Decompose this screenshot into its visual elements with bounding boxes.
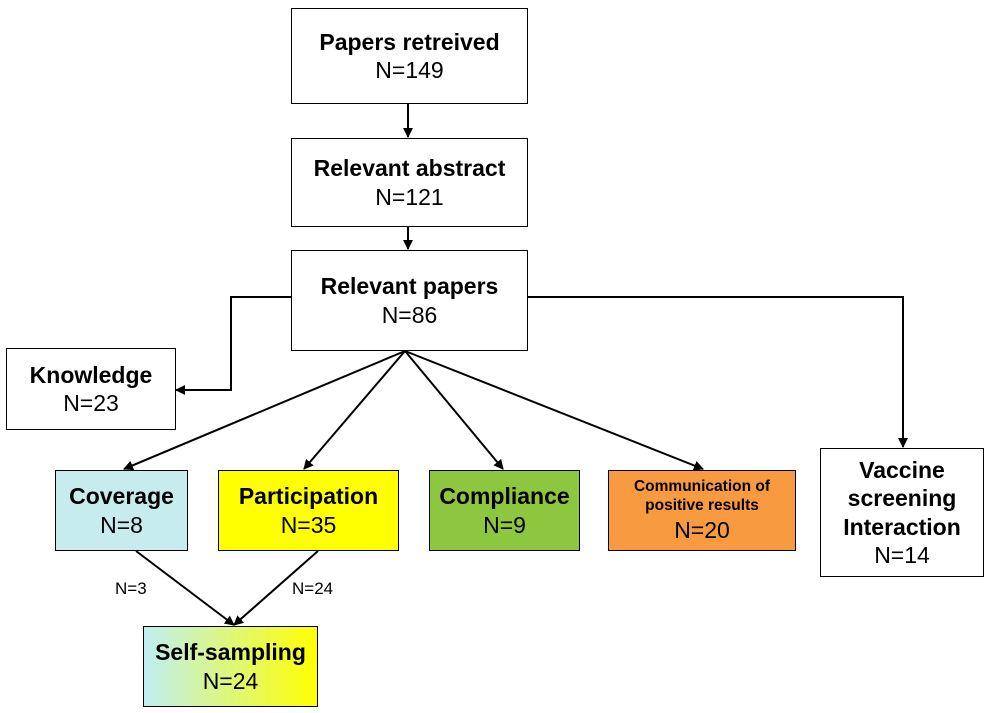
knowledge-title: Knowledge	[29, 361, 153, 388]
communication-count: N=20	[674, 516, 730, 543]
relevant-abstract-count: N=121	[375, 183, 444, 210]
communication-title-line2: positive results	[645, 497, 759, 515]
compliance-title: Compliance	[439, 483, 570, 510]
self-sampling-title: Self-sampling	[155, 639, 306, 666]
coverage-title: Coverage	[69, 483, 174, 510]
arrow-coverage-to-self	[135, 550, 235, 626]
vaccine-title-line1: Vaccine	[859, 457, 945, 484]
relevant-papers-box: Relevant papers N=86	[291, 250, 528, 351]
arrow-papers-to-coverage	[123, 350, 406, 471]
participation-title: Participation	[238, 483, 379, 510]
participation-box: Participation N=35	[218, 470, 399, 551]
arrow-papers-to-knowledge	[175, 296, 291, 395]
self-sampling-count: N=24	[202, 667, 259, 694]
papers-retrieved-count: N=149	[375, 57, 444, 83]
relevant-papers-title: Relevant papers	[320, 273, 499, 300]
papers-retrieved-box: Papers retreived N=149	[291, 8, 528, 104]
compliance-count: N=9	[483, 511, 526, 538]
edge-label-coverage-to-self: N=3	[115, 579, 147, 598]
self-sampling-box: Self-sampling N=24	[143, 626, 318, 707]
vaccine-box: Vaccine screening Interaction N=14	[820, 448, 984, 577]
vaccine-count: N=14	[874, 541, 930, 568]
communication-title-line1: Communication of	[633, 478, 771, 496]
arrow-participation-to-self	[233, 550, 319, 626]
relevant-abstract-box: Relevant abstract N=121	[291, 138, 528, 227]
knowledge-count: N=23	[63, 390, 119, 416]
participation-count: N=35	[280, 511, 337, 538]
arrow-papers-to-vaccine	[527, 296, 908, 448]
arrow-papers-to-compliance	[404, 350, 504, 470]
edge-label-participation-to-self: N=24	[292, 579, 334, 598]
communication-box: Communication of positive results N=20	[608, 470, 796, 551]
vaccine-title-line3: Interaction	[843, 513, 961, 540]
arrow-papers-to-communication	[404, 350, 704, 471]
compliance-box: Compliance N=9	[429, 470, 580, 551]
relevant-papers-count: N=86	[381, 301, 438, 328]
relevant-abstract-title: Relevant abstract	[313, 155, 506, 182]
papers-retrieved-title: Papers retreived	[319, 28, 500, 55]
coverage-count: N=8	[100, 511, 143, 538]
coverage-box: Coverage N=8	[55, 470, 188, 551]
vaccine-title-line2: screening	[847, 485, 957, 512]
arrow-papers-to-participation	[303, 350, 406, 470]
knowledge-box: Knowledge N=23	[6, 348, 176, 430]
